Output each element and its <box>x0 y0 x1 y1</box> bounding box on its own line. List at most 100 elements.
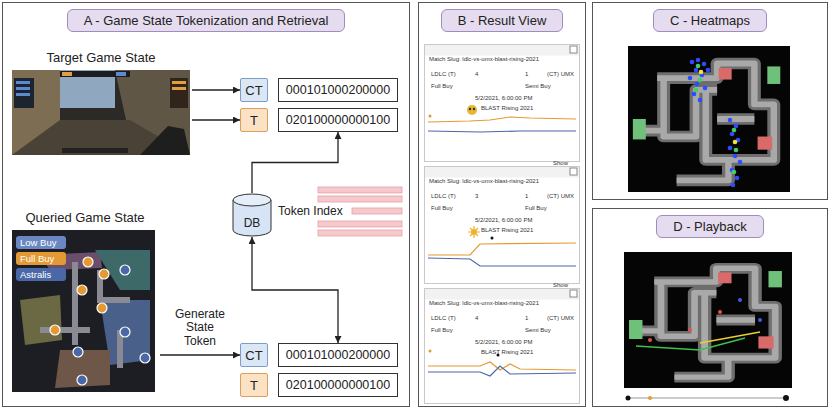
card-field-holder: 5/2/2021, 6:00:00 PM <box>475 86 532 104</box>
token-index: Token Index <box>276 186 404 236</box>
card-field: LDLC (T) <box>431 71 456 77</box>
player-marker <box>120 265 130 275</box>
heat-dot <box>696 58 701 63</box>
heat-dot <box>738 160 743 165</box>
team-label: CT <box>245 83 262 98</box>
target-screenshot <box>12 70 190 155</box>
card-field: Full Buy <box>525 205 547 211</box>
target-screenshot <box>140 126 190 155</box>
card-field: 3 <box>475 193 478 199</box>
card-field: Match Slug: ldlc-vs-umx-blast-rising-202… <box>429 56 539 62</box>
result-card-chart <box>428 243 576 255</box>
connector-arrow <box>192 89 240 90</box>
cylinder-outline <box>232 193 272 237</box>
panel-title: D - Playback <box>656 215 764 238</box>
card-field: Match Slug: ldlc-vs-umx-blast-rising-202… <box>429 178 539 184</box>
playback-map <box>629 268 782 377</box>
player-marker <box>99 269 109 279</box>
card-field: (CT) UMX <box>547 193 574 199</box>
card-field-holder: 3 <box>475 184 478 202</box>
card-field: (CT) UMX <box>547 71 574 77</box>
result-card-chart <box>570 168 577 175</box>
legend-text: Low Buy <box>20 237 56 248</box>
legend-swatch: Low Buy <box>16 236 66 249</box>
result-card-chart <box>570 46 577 53</box>
heatmap <box>628 46 790 192</box>
result-card: Match Slug: ldlc-vs-umx-blast-rising-202… <box>424 44 580 162</box>
state-token: 020100000000100 <box>278 373 398 397</box>
token-string: 020100000000100 <box>286 113 390 127</box>
playback-map <box>648 396 652 400</box>
heat-dot <box>732 128 737 133</box>
card-field: LDLC (T) <box>431 315 456 321</box>
card-field: BLAST Rising 2021 <box>481 105 533 111</box>
heat-dot <box>733 154 738 159</box>
result-card-chart <box>473 108 475 110</box>
card-field: Full Buy <box>431 83 453 89</box>
card-field-holder: LDLC (T) <box>431 62 456 80</box>
player-marker <box>77 285 87 295</box>
playback-map <box>688 328 692 332</box>
card-field: 4 <box>475 71 478 77</box>
card-field: LDLC (T) <box>431 193 456 199</box>
card-field-holder: 4 <box>475 62 478 80</box>
playback-map <box>624 252 792 401</box>
result-card-chart <box>467 105 477 115</box>
image-node: Target Game State <box>10 50 192 156</box>
image-caption: Target Game State <box>10 50 192 65</box>
heatmap <box>633 64 780 181</box>
heat-dot <box>702 62 707 67</box>
card-field: (CT) UMX <box>547 315 574 321</box>
result-card-chart <box>428 131 576 132</box>
legend: Low BuyFull BuyAstralis <box>16 236 66 284</box>
result-card-chart <box>428 258 576 266</box>
panel-title: A - Game State Tokenization and Retrieva… <box>67 9 346 32</box>
card-field-holder: Semi Buy <box>525 318 551 336</box>
card-field-holder: (CT) UMX <box>547 306 574 324</box>
team-label: T <box>250 113 258 128</box>
card-field-holder: Full Buy <box>525 196 547 214</box>
heat-dot <box>735 176 740 181</box>
heat-dot <box>690 60 695 65</box>
result-card-chart <box>570 290 577 297</box>
result-card-chart <box>468 226 480 238</box>
heat-dot <box>733 140 738 145</box>
playback-map <box>783 395 789 401</box>
panel-frame: Match Slug: ldlc-vs-umx-blast-rising-202… <box>418 2 586 407</box>
heat-dot <box>698 78 703 83</box>
playback-map <box>738 298 742 302</box>
card-field-holder: Match Slug: ldlc-vs-umx-blast-rising-202… <box>429 47 539 65</box>
player-marker <box>97 303 107 313</box>
panel-frame: C - Heatmaps <box>592 2 828 200</box>
card-field-holder: 5/2/2021, 6:00:00 PM <box>475 208 532 226</box>
legend-swatch: Full Buy <box>16 252 66 265</box>
team-tag: T <box>240 108 268 132</box>
card-field-holder: 1 <box>525 184 528 202</box>
player-marker <box>83 257 93 267</box>
target-screenshot <box>172 81 186 84</box>
token-index-stack <box>318 196 402 202</box>
queried-map <box>12 230 155 392</box>
target-screenshot <box>62 72 72 76</box>
card-field-holder: 1 <box>525 306 528 324</box>
token-string: 000101000200000 <box>286 83 390 97</box>
queried-map <box>95 250 150 290</box>
target-screenshot <box>14 78 34 108</box>
team-tag: CT <box>240 78 268 102</box>
target-screenshot <box>116 72 126 76</box>
card-field: BLAST Rising 2021 <box>481 349 533 355</box>
heat-dot <box>734 148 739 153</box>
target-screenshot <box>170 78 188 108</box>
legend-swatch: Astralis <box>16 268 66 281</box>
result-card-chart <box>425 45 580 56</box>
heat-dot <box>730 132 735 137</box>
result-card-chart <box>429 115 432 118</box>
panel-frame: D - Playback <box>592 208 828 407</box>
heatmap <box>628 46 790 192</box>
target-screenshot <box>16 87 30 90</box>
card-field: 1 <box>525 315 528 321</box>
heat-dot <box>728 146 733 151</box>
queried-map <box>20 295 62 345</box>
card-field-holder: 4 <box>475 306 478 324</box>
